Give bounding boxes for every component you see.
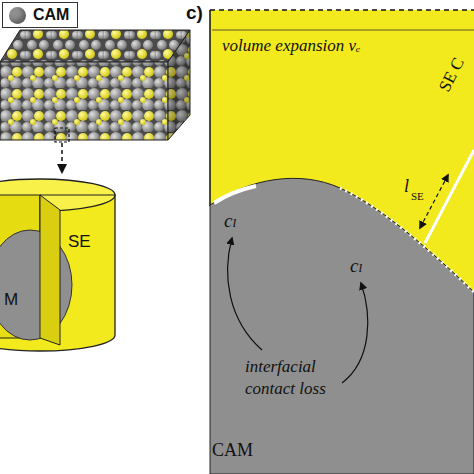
unit-cylinder <box>0 179 115 351</box>
electrode-cube <box>0 30 190 172</box>
symbol-label: l <box>404 176 409 197</box>
panel-label: c) <box>186 2 203 24</box>
annotation-label: volume expansion vₑ <box>222 36 361 56</box>
symbol-label: cₗ <box>350 255 363 277</box>
annotation-label: interfacial contact loss <box>245 356 355 400</box>
material-label: CAM <box>212 440 253 461</box>
legend-entry: CAM <box>2 2 78 28</box>
symbol-label: cₗ <box>224 210 237 232</box>
interface-panel <box>210 10 474 474</box>
subscript-label: SE <box>411 190 424 203</box>
crack-label: SE C <box>435 55 469 95</box>
legend-text: CAM <box>33 6 69 24</box>
material-label: M <box>4 290 18 310</box>
material-label: SE <box>68 232 91 252</box>
legend-swatch <box>9 7 26 24</box>
